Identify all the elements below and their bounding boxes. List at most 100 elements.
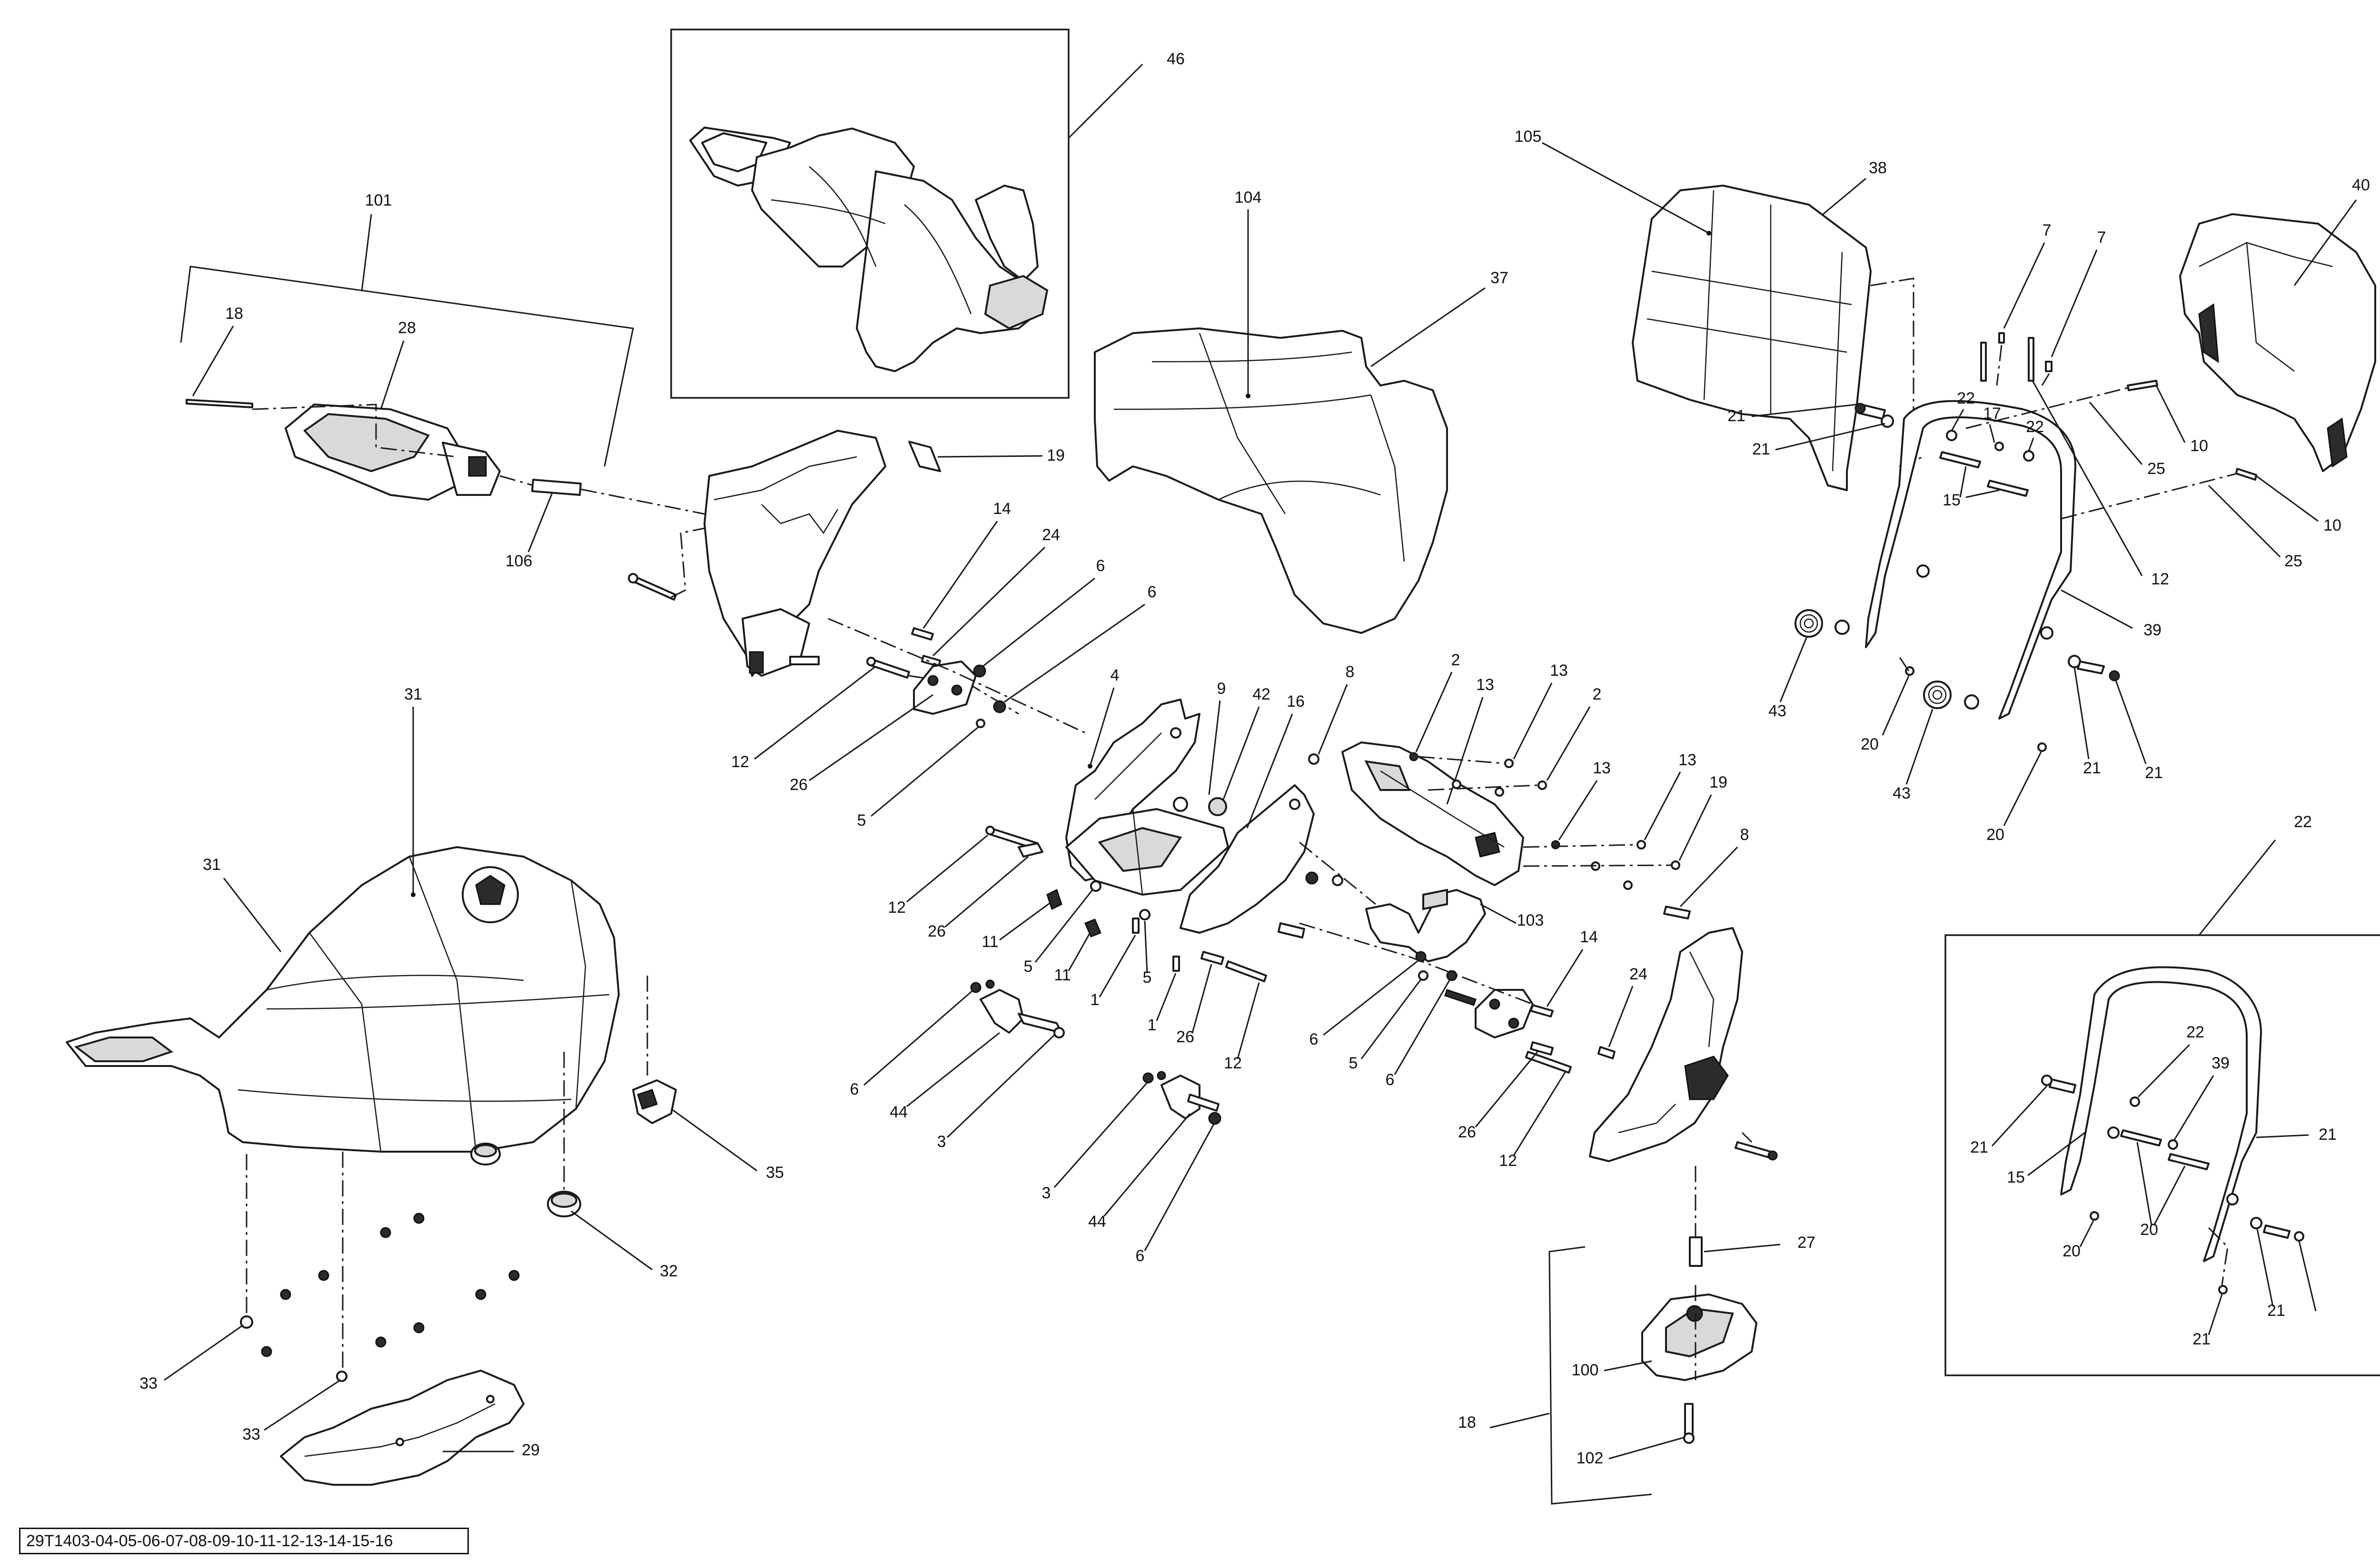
callout-29: 29: [522, 1441, 540, 1459]
inset-frame-46: [670, 29, 1070, 399]
spacer-106-left: [531, 479, 582, 496]
bolt-12-center: [1225, 960, 1267, 982]
callout-21-inset-c: 21: [2267, 1302, 2285, 1320]
bumper-seat-a: [470, 1143, 501, 1165]
callout-25-upper: 25: [2147, 460, 2165, 478]
callout-46: 46: [1167, 50, 1185, 68]
callout-1-b: 1: [1148, 1016, 1157, 1034]
fastener-33-bottom: [336, 1371, 347, 1382]
bolt-15-b: [1987, 480, 2029, 497]
inset-spacer-21-a: [2041, 1075, 2076, 1094]
sleeve-26-center: [1200, 951, 1224, 965]
callout-13-a: 13: [1550, 662, 1568, 680]
screw-1-a: [1132, 918, 1140, 934]
callout-43-upper: 43: [1768, 702, 1786, 720]
callout-38: 38: [1869, 159, 1887, 177]
callout-24-right: 24: [1629, 965, 1647, 983]
callout-26-upper: 26: [790, 776, 808, 794]
callout-11-b: 11: [1054, 966, 1071, 984]
callout-11-a: 11: [982, 933, 998, 951]
pin-18-left: [186, 399, 253, 408]
callout-103: 31: [404, 685, 422, 703]
frame-plate: [1065, 808, 1229, 896]
hinge-26-upper: [913, 661, 977, 715]
callout-3-lower-center: 3: [1042, 1184, 1051, 1202]
screw-7-right: [2045, 361, 2053, 372]
callout-21-inset-b: 15: [2007, 1168, 2025, 1186]
callout-22-inset-a: 22: [2186, 1023, 2204, 1041]
frame-16: [1180, 784, 1315, 934]
backrest-38: [1632, 185, 1872, 491]
callout-9: 9: [1217, 680, 1226, 698]
nut-11-a: [1046, 889, 1062, 910]
nut-6-a: [973, 664, 986, 678]
callout-41: 13: [1476, 676, 1494, 694]
callout-35: 35: [766, 1164, 784, 1182]
callout-43-lower: 43: [1893, 784, 1911, 802]
callout-40: 40: [2352, 176, 2370, 194]
screw-2-upper: [1409, 752, 1418, 761]
callout-25-lower: 25: [2284, 552, 2302, 570]
callout-10-lower: 10: [2323, 516, 2341, 534]
callout-15-main: 15: [1943, 491, 1961, 509]
callout-22-inset-b: 39: [2211, 1054, 2230, 1072]
spacer-21-b: [1881, 415, 1894, 428]
rider-seat-31: [66, 846, 620, 1153]
callout-13-d: 19: [1709, 773, 1727, 791]
bumper-32: [547, 1191, 581, 1217]
callout-17: 17: [1983, 405, 2001, 423]
screw-1-b: [1172, 956, 1180, 972]
latch-35: [632, 1079, 677, 1124]
screw-13-group-upper: [1452, 759, 1547, 797]
callout-22-a: 22: [1957, 389, 1975, 407]
callout-102: 22: [2294, 813, 2312, 831]
screw-2-lower: [1551, 840, 1560, 849]
pin-14-right: [1530, 1004, 1554, 1017]
callout-101: 101: [365, 191, 392, 209]
callout-12-left-center: 12: [888, 898, 906, 917]
inset-spacer-21-c: [2250, 1217, 2304, 1242]
washer-17: [1994, 442, 2004, 451]
washer-20-b: [2037, 742, 2047, 752]
hinge-44-lower-left: [970, 979, 1024, 1034]
inset-washer-20-b: [2218, 1285, 2228, 1294]
callout-21-inset-a: 21: [1970, 1138, 1988, 1156]
callout-21-b: 21: [1752, 440, 1770, 458]
callout-21-d: 21: [2145, 764, 2163, 782]
rod-10-upper: [2127, 380, 2158, 391]
callout-27: 100: [1572, 1361, 1599, 1379]
inset-bar-39: [2060, 966, 2262, 1262]
washer-5-c: [1139, 909, 1150, 920]
callout-6-a: 6: [1096, 557, 1105, 575]
callout-5-right: 5: [1349, 1054, 1358, 1072]
callout-19-upper: 19: [1047, 446, 1065, 464]
callout-13-c: 13: [1678, 751, 1696, 769]
callout-13-b: 2: [1593, 685, 1602, 703]
rod-10-lower: [2235, 468, 2257, 481]
callout-16: 16: [1287, 692, 1305, 711]
callout-6-lower-center: 6: [1136, 1247, 1145, 1265]
washer-22-a: [1946, 430, 1957, 441]
hinge-26-left-center: [1018, 842, 1043, 858]
callout-14-right: 14: [1580, 928, 1598, 946]
callout-6-lower-left: 6: [850, 1080, 859, 1098]
bushing-42: [1208, 797, 1227, 816]
spacer-21-d: [2109, 670, 2120, 681]
callout-5-b: 5: [1024, 958, 1033, 976]
callout-20-a: 20: [1861, 735, 1879, 753]
washer-5-upper: [976, 719, 985, 728]
sleeve-26-right: [1530, 1041, 1554, 1056]
diagram-code-label: 29T1403-04-05-06-07-08-09-10-11-12-13-14…: [19, 1528, 469, 1554]
fasteners-33-grid: [261, 1213, 520, 1357]
bolt-12-right: [1525, 1051, 1572, 1074]
callout-105: 105: [1515, 128, 1542, 146]
pin-18-right: [1683, 1403, 1695, 1444]
inset-bolt-15-a: [2120, 1129, 2162, 1146]
callout-28: 28: [398, 319, 416, 337]
callout-8-lower: 103: [1517, 911, 1544, 929]
callout-18-left: 18: [225, 305, 243, 323]
callout-31-visible: 31: [203, 856, 221, 874]
callout-24-upper: 24: [1042, 526, 1060, 544]
inset-washer-22-b: [2168, 1139, 2178, 1150]
